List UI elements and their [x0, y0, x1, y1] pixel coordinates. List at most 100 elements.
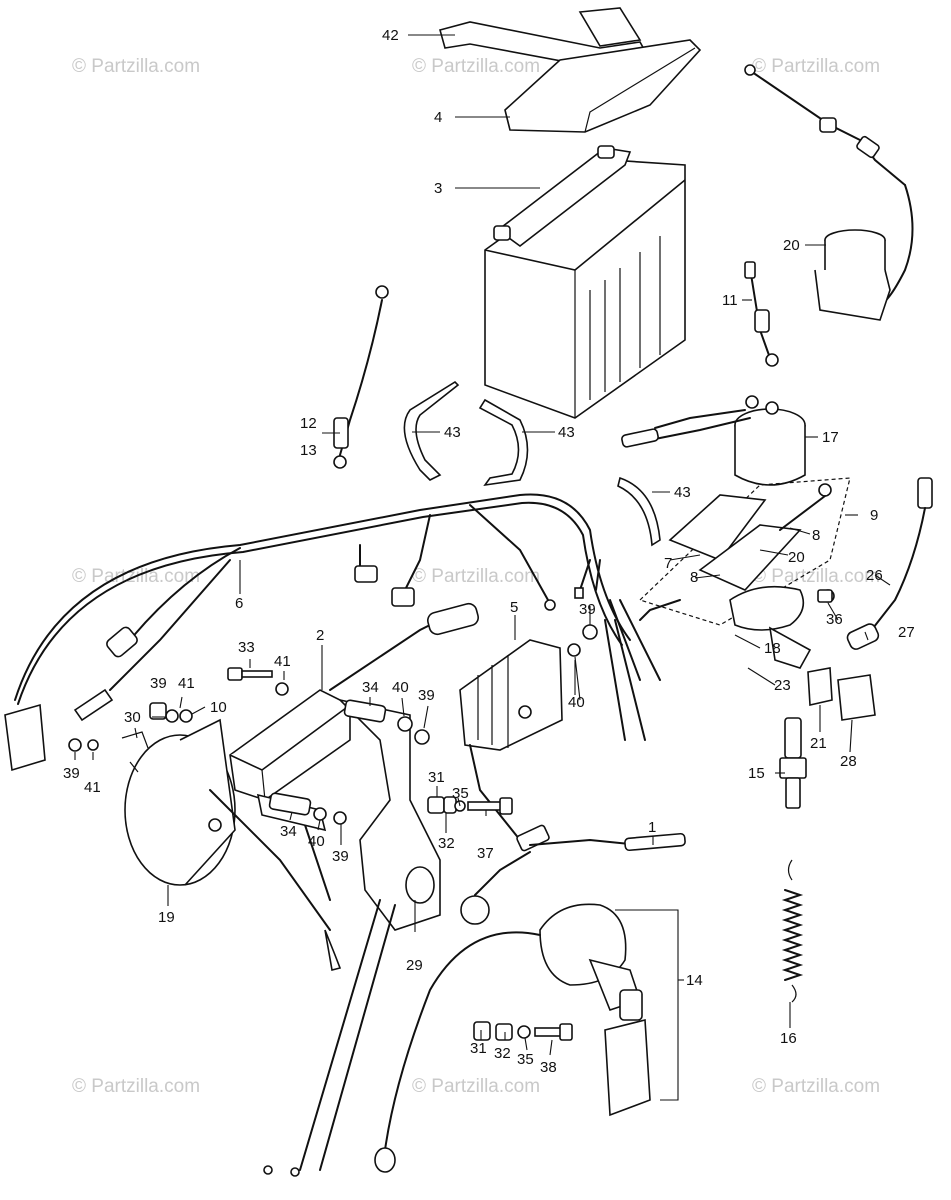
watermark: © Partzilla.com [412, 566, 540, 587]
callout-19: 19 [158, 909, 175, 926]
callout-31: 31 [470, 1040, 487, 1057]
collar [343, 699, 387, 723]
callout-4: 4 [434, 109, 442, 126]
callout-21: 21 [810, 735, 827, 752]
callout-35: 35 [452, 785, 469, 802]
callout-43: 43 [558, 424, 575, 441]
tie-band [403, 380, 460, 481]
nut [333, 811, 347, 825]
callout-14: 14 [686, 972, 703, 989]
callout-8: 8 [812, 527, 820, 544]
callout-41: 41 [178, 675, 195, 692]
callout-18: 18 [764, 640, 781, 657]
washer [313, 807, 327, 821]
bolt [534, 1023, 573, 1041]
rectifier-assembly [638, 477, 851, 669]
bolt [817, 589, 833, 603]
brake-switch [529, 832, 686, 852]
ignition-coil [229, 602, 479, 901]
callout-11: 11 [722, 292, 738, 309]
callout-39: 39 [579, 601, 596, 618]
nut [149, 702, 167, 720]
callout-28: 28 [840, 753, 857, 770]
callout-32: 32 [438, 835, 455, 852]
callout-30: 30 [124, 709, 141, 726]
callout-9: 9 [870, 507, 878, 524]
clip [121, 731, 149, 773]
callout-42: 42 [382, 27, 399, 44]
watermark: © Partzilla.com [752, 1076, 880, 1097]
callouts: 42 4 3 20 11 12 13 43 43 43 17 9 6 7 8 8… [63, 27, 915, 1076]
callout-16: 16 [780, 1030, 797, 1047]
fuse-box [807, 667, 833, 706]
callout-41: 41 [274, 653, 291, 670]
relay [837, 674, 876, 721]
callout-29: 29 [406, 957, 423, 974]
nut [414, 729, 430, 745]
callout-34: 34 [362, 679, 379, 696]
callout-40: 40 [568, 694, 585, 711]
ignition-switch [374, 851, 651, 1173]
callout-3: 3 [434, 180, 442, 197]
washer [517, 1025, 531, 1039]
callout-31: 31 [428, 769, 445, 786]
callout-40: 40 [392, 679, 409, 696]
washer [165, 709, 179, 723]
starter-relay [814, 229, 891, 321]
nut [179, 709, 193, 723]
coil-bracket [263, 698, 441, 1177]
callout-34: 34 [280, 823, 297, 840]
callout-26: 26 [866, 567, 883, 584]
bushing [427, 796, 445, 814]
callout-39: 39 [63, 765, 80, 782]
wire-harness [4, 493, 661, 772]
leader-lines [74, 34, 891, 1101]
battery [484, 145, 686, 419]
callout-20: 20 [788, 549, 805, 566]
callout-1: 1 [648, 819, 656, 836]
callout-23: 23 [774, 677, 791, 694]
callout-40: 40 [308, 833, 325, 850]
callout-43: 43 [444, 424, 461, 441]
watermark: © Partzilla.com [72, 56, 200, 77]
callout-36: 36 [826, 611, 843, 628]
horn [124, 718, 342, 971]
callout-38: 38 [540, 1059, 557, 1076]
washer [397, 716, 413, 732]
fuse-holder [744, 261, 779, 367]
ground-cable [333, 285, 389, 469]
nut [582, 624, 598, 640]
callout-37: 37 [477, 845, 494, 862]
regulator [621, 395, 806, 486]
callout-43: 43 [674, 484, 691, 501]
nut [68, 738, 82, 752]
spring [781, 859, 804, 1003]
watermark: © Partzilla.com [412, 56, 540, 77]
bushing [495, 1023, 513, 1041]
callout-15: 15 [748, 765, 765, 782]
bolt [227, 667, 273, 681]
callout-27: 27 [898, 624, 915, 641]
watermark: © Partzilla.com [752, 56, 880, 77]
callout-13: 13 [300, 442, 317, 459]
battery-cover [504, 39, 702, 133]
spark-plug [779, 717, 807, 809]
callout-33: 33 [238, 639, 255, 656]
callout-10: 10 [210, 699, 227, 716]
callout-20: 20 [783, 237, 800, 254]
callout-5: 5 [510, 599, 518, 616]
callout-39: 39 [418, 687, 435, 704]
callout-7: 7 [664, 555, 672, 572]
watermark: © Partzilla.com [72, 1076, 200, 1097]
tie-band [617, 476, 661, 547]
washer [87, 739, 99, 751]
callout-8: 8 [690, 569, 698, 586]
callout-12: 12 [300, 415, 317, 432]
watermarks: © Partzilla.com © Partzilla.com © Partzi… [72, 56, 880, 1097]
callout-17: 17 [822, 429, 839, 446]
callout-39: 39 [150, 675, 167, 692]
watermark: © Partzilla.com [752, 566, 880, 587]
callout-32: 32 [494, 1045, 511, 1062]
washer [567, 643, 581, 657]
